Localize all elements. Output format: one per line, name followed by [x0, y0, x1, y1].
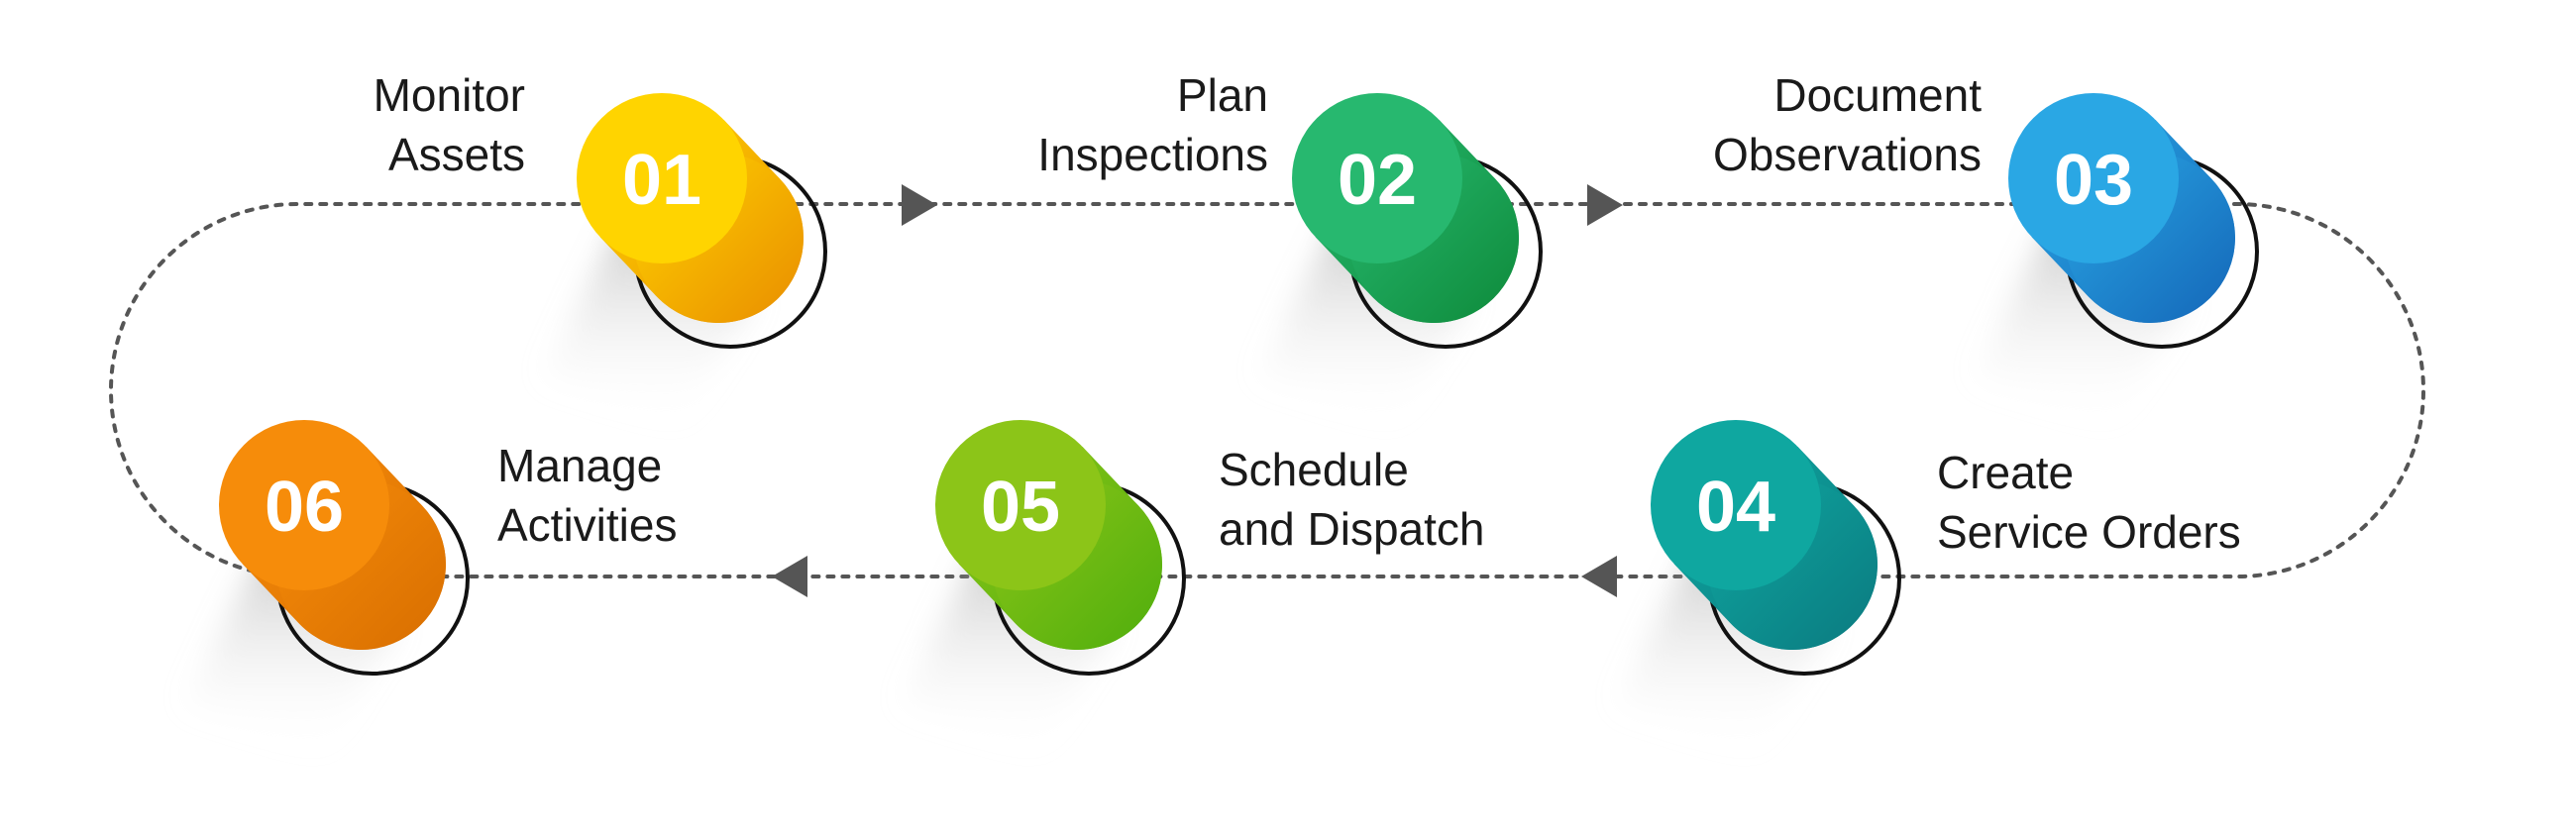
- arrow-right-icon: [902, 184, 937, 226]
- step-label-line: Document: [1773, 69, 1982, 121]
- step-label-line: Plan: [1177, 69, 1268, 121]
- arrow-left-icon: [772, 556, 807, 597]
- step-number: 03: [2054, 141, 2133, 220]
- step-label-line: Service Orders: [1937, 506, 2241, 558]
- arrow-right-icon: [1587, 184, 1623, 226]
- step-number: 02: [1338, 141, 1417, 220]
- step-label-line: Create: [1937, 447, 2074, 498]
- step-cylinder-face: [219, 420, 389, 590]
- step-label-line: Inspections: [1037, 129, 1268, 180]
- arrow-left-icon: [1581, 556, 1617, 597]
- step-label-line: and Dispatch: [1219, 503, 1485, 555]
- step-cylinder-face: [2008, 93, 2179, 263]
- step-label: Schedule and Dispatch: [1219, 444, 1485, 555]
- step-label-line: Observations: [1713, 129, 1982, 180]
- step-label-line: Monitor: [374, 69, 525, 121]
- step-label-line: Manage: [497, 440, 662, 491]
- cycle-dotted-path: [109, 202, 2425, 578]
- step-number: 01: [622, 141, 701, 220]
- step-05: 05 Schedule and Dispatch: [902, 420, 1485, 753]
- step-number: 05: [981, 468, 1060, 547]
- step-cylinder-face: [1292, 93, 1462, 263]
- step-label-line: Assets: [388, 129, 525, 180]
- step-cylinder-face: [935, 420, 1106, 590]
- step-number: 04: [1696, 468, 1775, 547]
- step-number: 06: [265, 468, 344, 547]
- step-cylinder-face: [1651, 420, 1821, 590]
- step-label-line: Schedule: [1219, 444, 1409, 495]
- step-label-line: Activities: [497, 499, 677, 551]
- step-cylinder-face: [577, 93, 747, 263]
